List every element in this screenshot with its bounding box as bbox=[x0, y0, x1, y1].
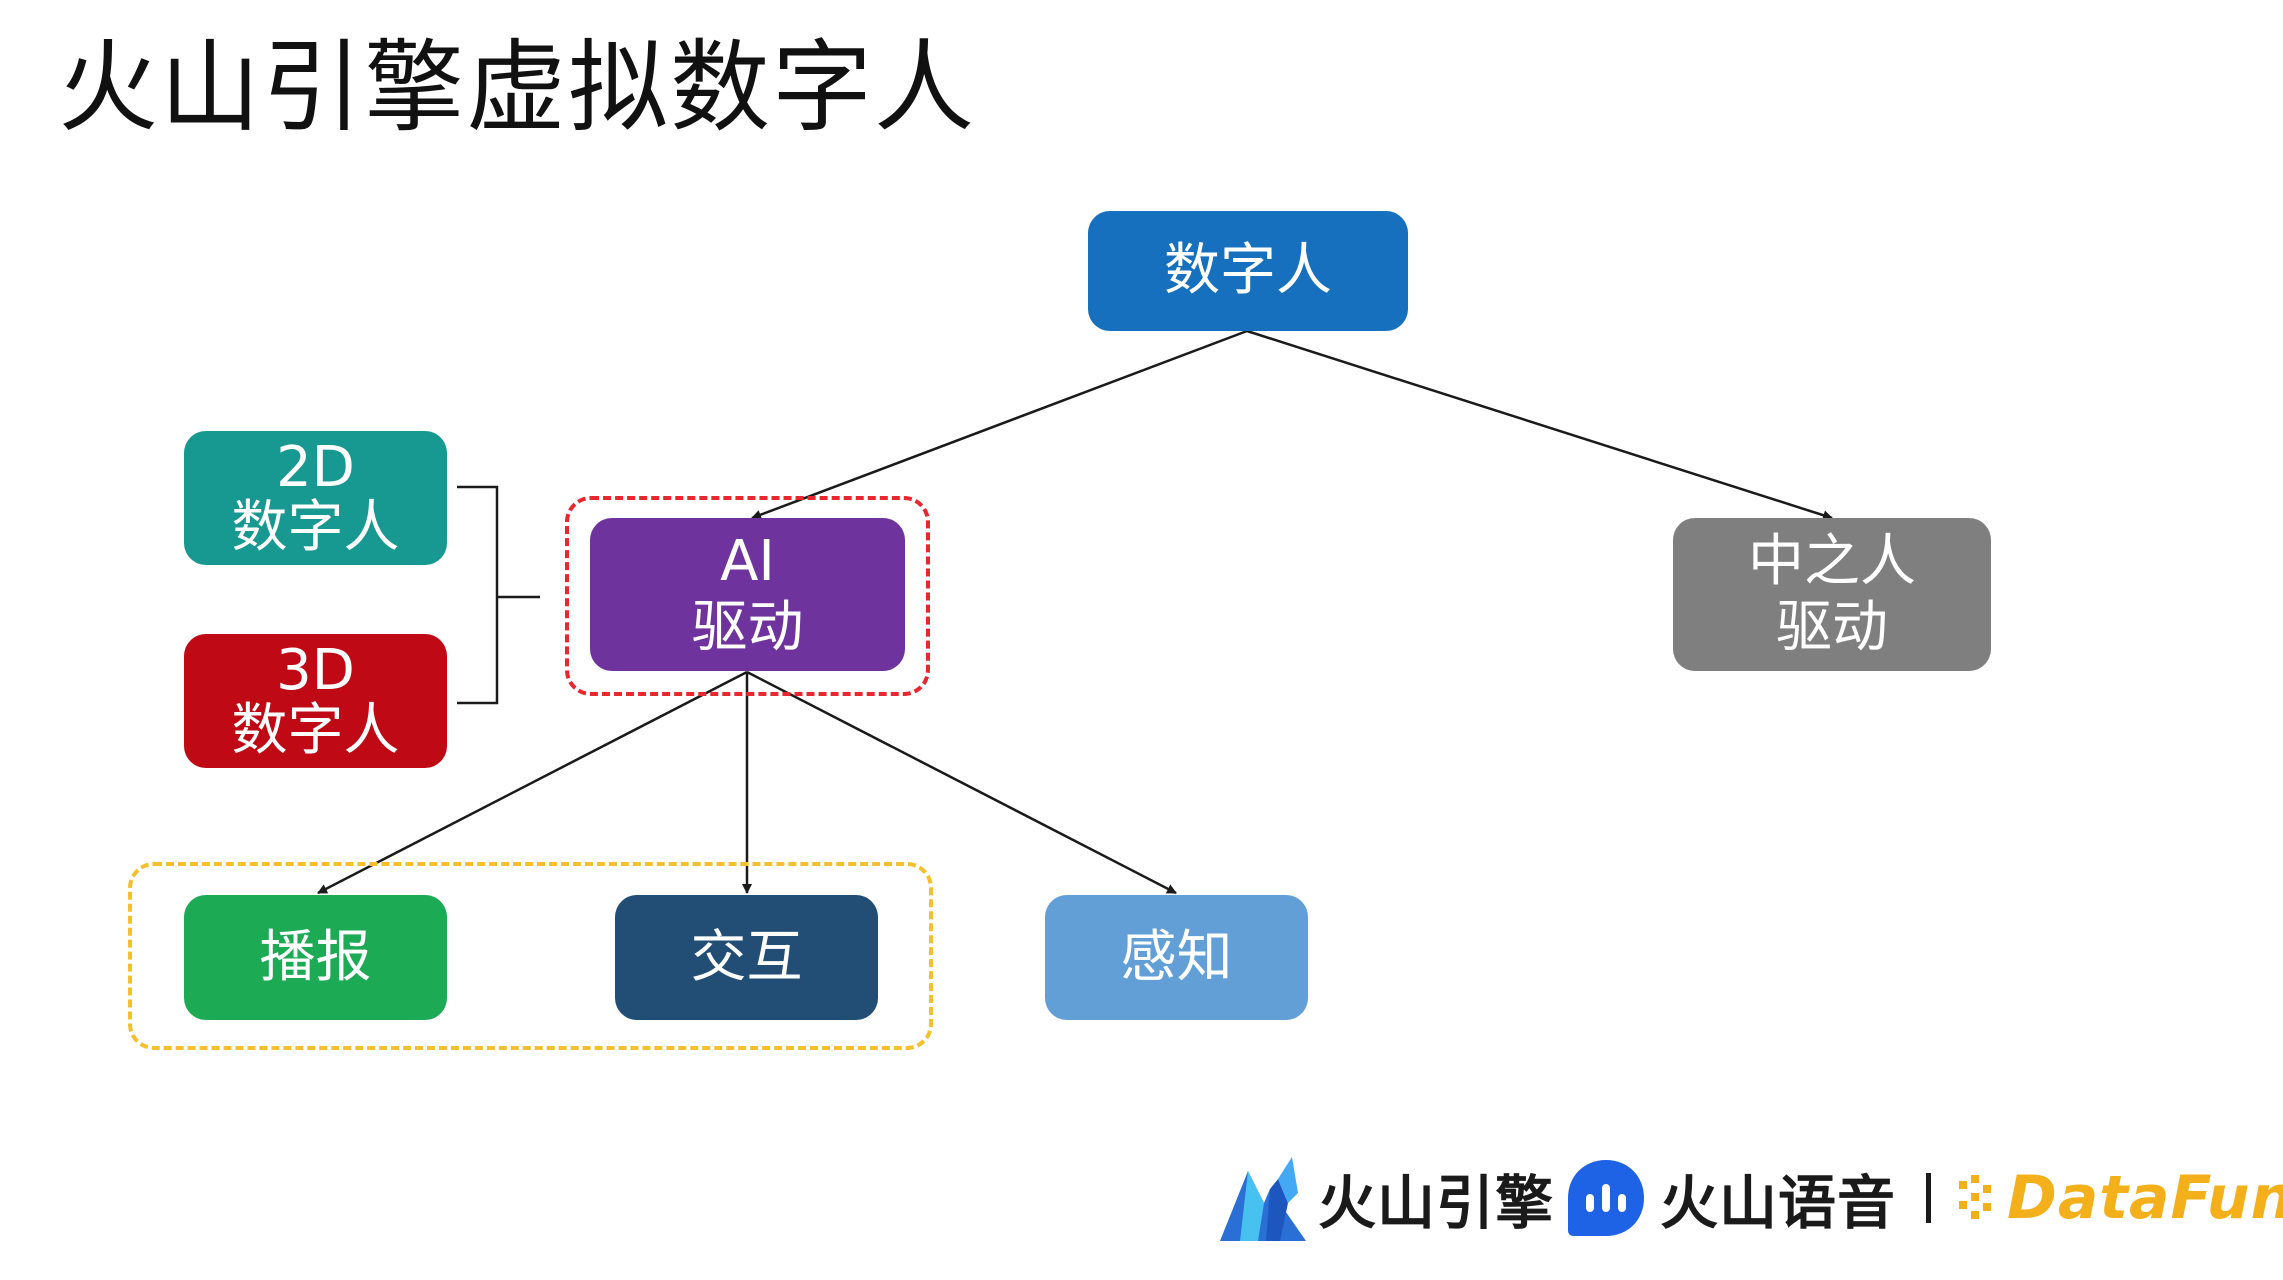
datafun-dots-icon bbox=[1959, 1175, 1992, 1219]
node-2d-digital-human: 2D 数字人 bbox=[184, 431, 447, 565]
node-3d-line1: 3D bbox=[276, 638, 355, 703]
bracket-2d-3d bbox=[457, 485, 540, 705]
node-interaction: 交互 bbox=[615, 895, 878, 1020]
node-ai-driven-line1: AI bbox=[720, 528, 775, 594]
node-3d-digital-human: 3D 数字人 bbox=[184, 634, 447, 768]
volcano-engine-logo-icon bbox=[1220, 1157, 1306, 1241]
node-3d-line2: 数字人 bbox=[231, 698, 400, 763]
edge-root-to-human bbox=[1246, 329, 1833, 521]
datafun-logo-text: DataFun. bbox=[2007, 1163, 2283, 1233]
ai-group-highlight bbox=[565, 496, 930, 696]
node-perception-label: 感知 bbox=[1120, 924, 1233, 990]
node-human-driven-line1: 中之人 bbox=[1748, 528, 1916, 594]
node-2d-line2: 数字人 bbox=[231, 495, 400, 560]
node-ai-driven: AI 驱动 bbox=[590, 518, 905, 671]
ability-group-highlight bbox=[128, 862, 933, 1050]
node-human-driven: 中之人 驱动 bbox=[1673, 518, 1991, 671]
node-interaction-label: 交互 bbox=[690, 924, 803, 990]
edge-ai-to-perception bbox=[746, 670, 1177, 895]
node-perception: 感知 bbox=[1045, 895, 1308, 1020]
volcano-engine-logo-text: 火山引擎 bbox=[1318, 1169, 1555, 1237]
edge-root-to-ai bbox=[751, 329, 1248, 520]
volcano-voice-logo-icon bbox=[1568, 1160, 1645, 1236]
edge-ai-to-broadcast bbox=[317, 670, 748, 895]
node-broadcast: 播报 bbox=[184, 895, 447, 1020]
page-title: 火山引擎虚拟数字人 bbox=[58, 29, 976, 146]
footer-divider bbox=[1926, 1173, 1932, 1223]
volcano-voice-logo-text: 火山语音 bbox=[1660, 1169, 1897, 1237]
node-digital-human: 数字人 bbox=[1088, 211, 1408, 331]
node-2d-line1: 2D bbox=[276, 435, 355, 500]
node-broadcast-label: 播报 bbox=[259, 924, 372, 990]
footer-logos: 火山引擎 火山语音 DataFun. bbox=[1218, 1148, 2283, 1248]
node-human-driven-line2: 驱动 bbox=[1776, 594, 1888, 660]
node-ai-driven-line2: 驱动 bbox=[691, 594, 804, 660]
node-digital-human-label: 数字人 bbox=[1164, 238, 1332, 303]
